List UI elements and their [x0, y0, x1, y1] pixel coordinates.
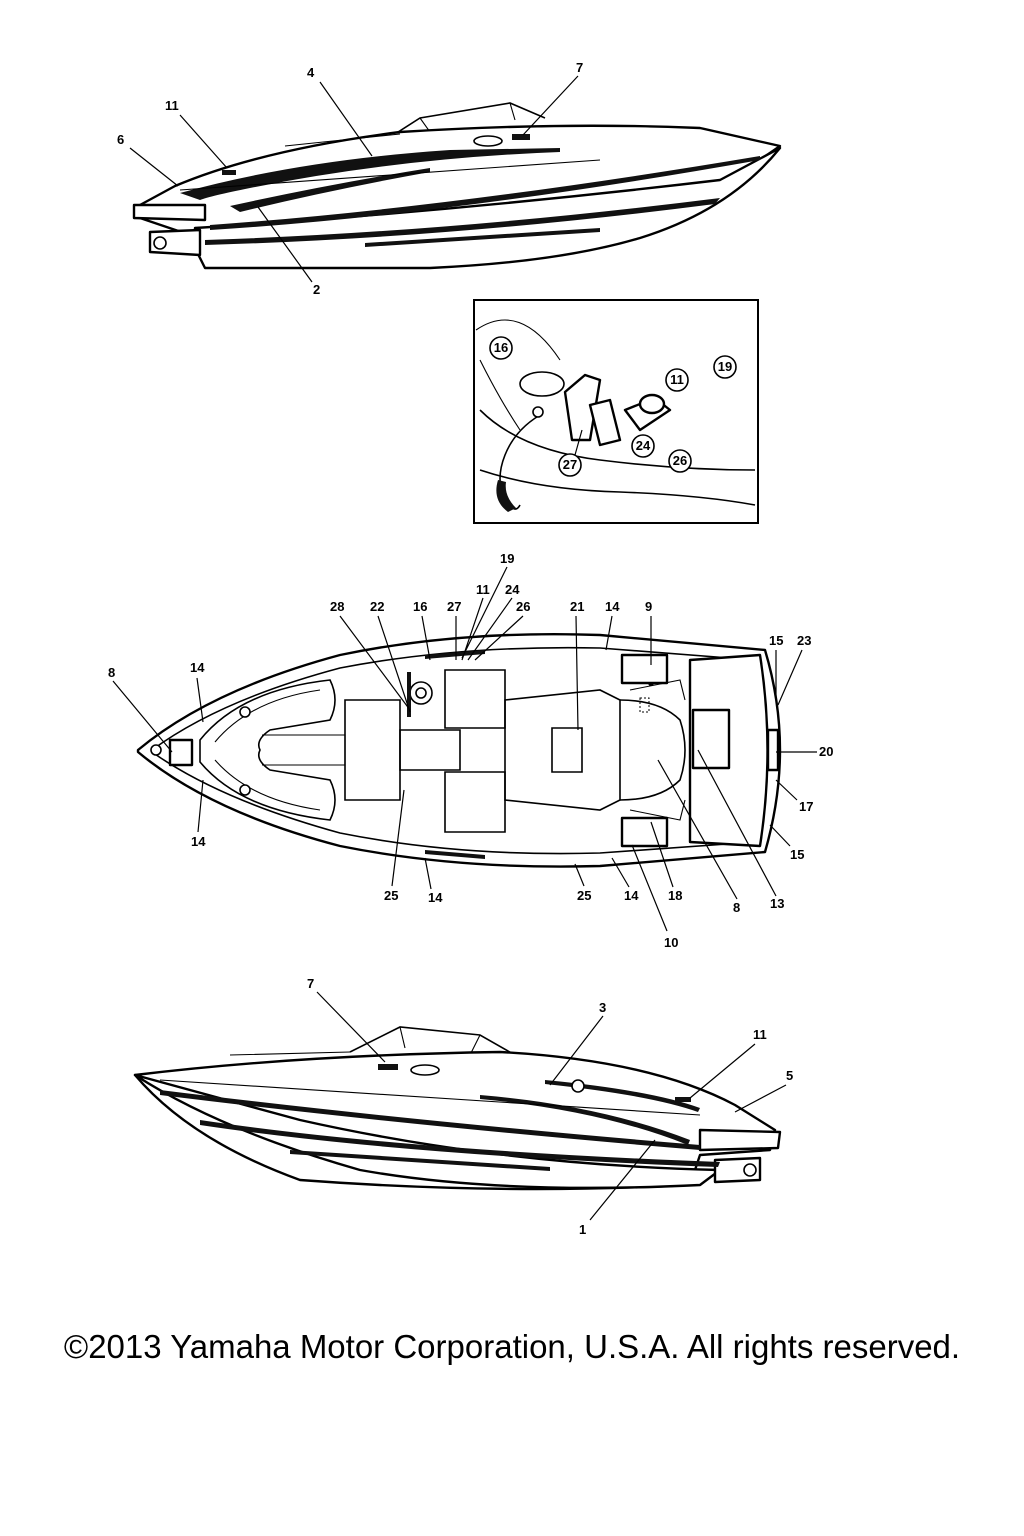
callout-label: 11	[670, 372, 684, 387]
callouts-bottom-side: 7 3 11 5 1	[307, 976, 793, 1237]
callout-label: 4	[307, 65, 315, 80]
callout-label: 14	[191, 834, 206, 849]
callout-label: 26	[673, 453, 687, 468]
callout-label: 11	[476, 582, 490, 597]
callout-label: 26	[516, 599, 530, 614]
callout-label: 14	[624, 888, 639, 903]
callout-label: 18	[668, 888, 682, 903]
boat-deck-view	[136, 632, 782, 868]
callout-label: 7	[307, 976, 314, 991]
callout-label: 25	[577, 888, 591, 903]
callout-circle	[665, 368, 689, 392]
callout-label: 25	[384, 888, 398, 903]
callout-label: 3	[599, 1000, 606, 1015]
callout-label: 20	[819, 744, 833, 759]
callout-label: 22	[370, 599, 384, 614]
callout-label: 15	[769, 633, 783, 648]
callout-label: 8	[733, 900, 740, 915]
callout-label: 27	[563, 457, 577, 472]
callout-label: 14	[190, 660, 205, 675]
callout-circle	[668, 449, 692, 473]
callout-label: 7	[576, 60, 583, 75]
parts-diagram: 4 7 11 6 2 16 11 19 24 27 26	[108, 60, 833, 1237]
callout-label: 9	[645, 599, 652, 614]
callout-label: 21	[570, 599, 584, 614]
callout-circle	[713, 355, 737, 379]
callout-label: 1	[579, 1222, 586, 1237]
callout-label: 28	[330, 599, 344, 614]
callout-circle	[489, 336, 513, 360]
callout-label: 8	[108, 665, 115, 680]
boat-side-view-bottom	[133, 1026, 782, 1191]
callout-label: 11	[753, 1027, 767, 1042]
callout-label: 6	[117, 132, 124, 147]
callout-label: 2	[313, 282, 320, 297]
callout-label: 19	[500, 551, 514, 566]
inset-detail: 16 11 19 24 27 26	[473, 299, 759, 524]
boat-side-view-top	[132, 102, 782, 270]
callouts-deck: 19 11 24 28 22 16 27 26 21 14 9 15 23 8 …	[108, 551, 833, 950]
callout-label: 16	[413, 599, 427, 614]
callout-label: 15	[790, 847, 804, 862]
copyright-text: ©2013 Yamaha Motor Corporation, U.S.A. A…	[63, 1328, 961, 1365]
callout-label: 5	[786, 1068, 793, 1083]
callout-label: 10	[664, 935, 678, 950]
callout-label: 24	[636, 438, 651, 453]
callout-label: 27	[447, 599, 461, 614]
callouts-top-side: 4 7 11 6 2	[117, 60, 583, 297]
callout-label: 16	[494, 340, 508, 355]
callout-label: 11	[165, 98, 179, 113]
callout-label: 14	[428, 890, 443, 905]
callout-circle	[558, 453, 582, 477]
callout-circle	[631, 434, 655, 458]
callout-label: 14	[605, 599, 620, 614]
callout-label: 24	[505, 582, 520, 597]
callout-label: 13	[770, 896, 784, 911]
callout-label: 23	[797, 633, 811, 648]
callout-label: 17	[799, 799, 813, 814]
callout-label: 19	[718, 359, 732, 374]
